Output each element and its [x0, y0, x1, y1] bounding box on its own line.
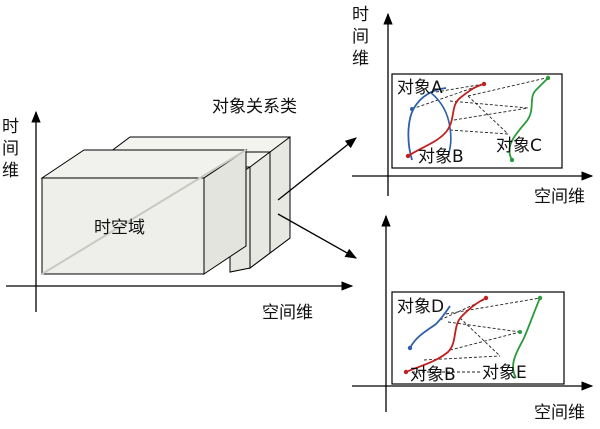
main-axis-time-label: 时间维: [2, 117, 19, 181]
bottom-object-nodes: [403, 295, 543, 375]
bottom-object-b-label: 对象B: [410, 365, 456, 385]
top-object-c-label: 对象C: [496, 136, 542, 156]
spatiotemporal-cube: [40, 149, 248, 275]
top-axis-space-label: 空间维: [534, 187, 585, 207]
bottom-object-d-path: [409, 305, 451, 349]
bottom-object-e-label: 对象E: [482, 363, 527, 383]
top-relation-lines: [411, 77, 547, 135]
top-panel: 时间维 空间维 对象A 对象B 对象C: [352, 5, 594, 207]
bottom-panel: 空间维 对象D 对象B 对象E: [352, 214, 594, 423]
relation-arrow-up: [277, 137, 357, 201]
top-panel-frame: [391, 73, 563, 169]
top-object-b-path: [407, 83, 485, 157]
top-object-nodes: [405, 75, 551, 163]
top-object-b-label: 对象B: [418, 147, 464, 167]
cube-diagonal: [41, 149, 247, 275]
top-object-a-path: [407, 87, 447, 161]
cube-label: 时空域: [94, 218, 145, 238]
relation-arrow-down: [277, 213, 358, 259]
main-diagram: 时间维 空间维 时空域 对象关系类: [2, 97, 358, 323]
bottom-axis-space-label: 空间维: [534, 403, 585, 423]
top-axis-time-label: 时间维: [352, 5, 369, 69]
relation-label: 对象关系类: [212, 97, 297, 117]
top-object-a-branch: [429, 91, 452, 157]
main-axis-space-label: 空间维: [262, 303, 313, 323]
top-object-a-label: 对象A: [397, 78, 443, 98]
cube-front-face: [41, 177, 205, 275]
bottom-object-e-path: [512, 297, 541, 379]
bottom-object-b-path: [405, 297, 487, 373]
bottom-panel-frame: [391, 291, 565, 385]
bottom-object-d-label: 对象D: [397, 297, 444, 317]
top-object-c-path: [508, 77, 549, 161]
